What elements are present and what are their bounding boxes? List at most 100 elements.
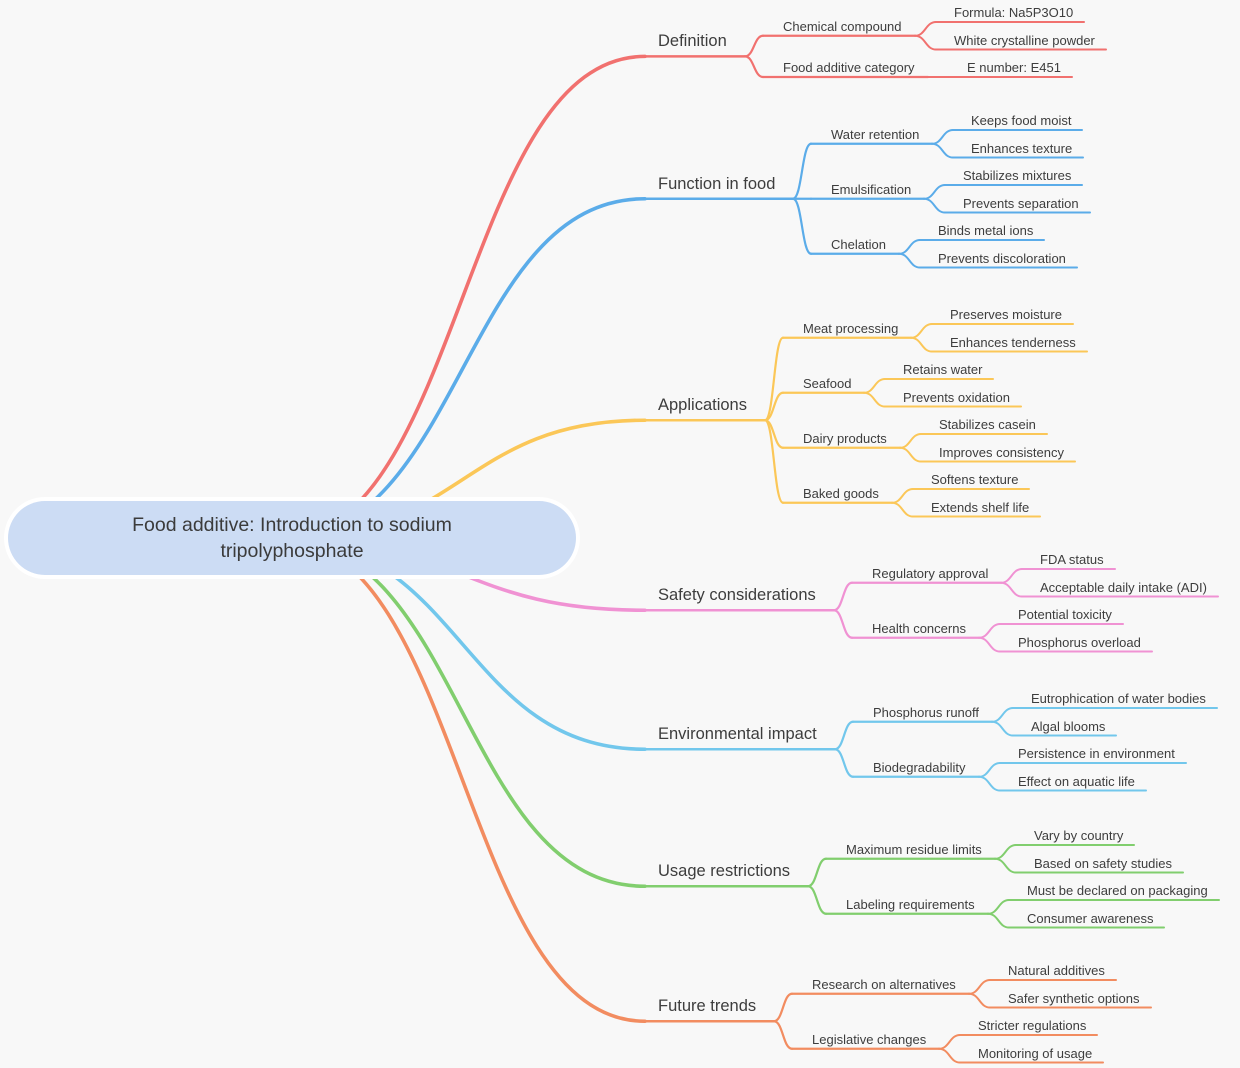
node-baked-goods: Baked goods (803, 485, 879, 501)
central-topic: Food additive: Introduction to sodium tr… (8, 501, 576, 575)
branch-link (978, 762, 1001, 778)
node-algal-blooms: Algal blooms (1031, 718, 1106, 734)
branch-link (763, 336, 785, 422)
node-enhances-tenderness: Enhances tenderness (950, 334, 1076, 350)
node-function-in-food: Function in food (658, 174, 776, 193)
branch-link (994, 857, 1017, 874)
branch-link (832, 581, 854, 612)
branch-link (899, 433, 922, 449)
node-based-on-safety-studies: Based on safety studies (1034, 855, 1173, 871)
node-effect-on-aquatic-life: Effect on aquatic life (1018, 773, 1135, 789)
node-meat-processing: Meat processing (803, 320, 899, 336)
node-prevents-separation: Prevents separation (963, 195, 1079, 211)
node-retains-water: Retains water (903, 362, 983, 377)
node-usage-restrictions: Usage restrictions (658, 862, 791, 881)
branch-link (772, 992, 794, 1023)
branch-link (1000, 581, 1023, 598)
node-legislative-changes: Legislative changes (812, 1031, 927, 1047)
node-research-on-alternatives: Research on alternatives (812, 976, 956, 992)
node-eutrophication-of-water-bodies: Eutrophication of water bodies (1031, 691, 1206, 706)
node-potential-toxicity: Potential toxicity (1018, 607, 1112, 622)
node-regulatory-approval: Regulatory approval (872, 565, 989, 581)
node-e-number-e451: E number: E451 (967, 60, 1061, 75)
branch-link (914, 34, 937, 51)
node-labeling-requirements: Labeling requirements (846, 896, 975, 912)
branch-link (987, 899, 1010, 915)
branch-link (772, 1020, 794, 1050)
branch-link (763, 391, 785, 422)
node-binds-metal-ions: Binds metal ions (938, 223, 1034, 238)
central-topic-label: Food additive: Introduction to sodium tr… (132, 514, 452, 562)
branch-link (743, 34, 765, 58)
branch-link (278, 537, 647, 889)
branch-link (791, 197, 813, 255)
node-prevents-oxidation: Prevents oxidation (903, 389, 1010, 405)
node-improves-consistency: Improves consistency (939, 444, 1064, 460)
branch-link (833, 720, 855, 751)
node-stabilizes-casein: Stabilizes casein (939, 417, 1036, 432)
node-persistence-in-environment: Persistence in environment (1018, 746, 1175, 761)
branch-link (743, 55, 765, 79)
branch-link (968, 992, 991, 1009)
node-phosphorus-runoff: Phosphorus runoff (873, 704, 979, 720)
node-white-crystalline-powder: White crystalline powder (954, 32, 1095, 48)
branch-link (978, 623, 1001, 639)
node-prevents-discoloration: Prevents discoloration (938, 250, 1066, 266)
branch-link (791, 142, 813, 200)
node-applications: Applications (658, 396, 747, 415)
node-enhances-texture: Enhances texture (971, 140, 1073, 156)
branch-link (891, 488, 914, 504)
branch-link (910, 336, 933, 353)
branch-link (991, 707, 1014, 723)
node-water-retention: Water retention (831, 126, 920, 142)
branch-link (898, 252, 921, 269)
node-environmental-impact: Environmental impact (658, 725, 817, 744)
node-phosphorus-overload: Phosphorus overload (1018, 634, 1141, 650)
node-monitoring-of-usage: Monitoring of usage (978, 1045, 1093, 1061)
node-fda-status: FDA status (1040, 552, 1104, 567)
branch-link (938, 1047, 961, 1064)
node-safer-synthetic-options: Safer synthetic options (1008, 990, 1140, 1006)
node-definition: Definition (658, 32, 727, 51)
branch-link (899, 446, 922, 463)
branch-link (278, 537, 647, 1024)
node-consumer-awareness: Consumer awareness (1027, 910, 1154, 926)
branch-link (863, 378, 886, 394)
node-health-concerns: Health concerns (872, 620, 966, 636)
node-acceptable-daily-intake-adi: Acceptable daily intake (ADI) (1040, 579, 1207, 595)
node-biodegradability: Biodegradability (873, 759, 966, 775)
branch-link (987, 912, 1010, 929)
branch-link (832, 609, 854, 639)
node-food-additive-category: Food additive category (783, 60, 915, 75)
branch-link (806, 885, 828, 915)
node-dairy-products: Dairy products (803, 430, 887, 446)
branch-link (931, 142, 954, 159)
branch-link (891, 501, 914, 518)
node-seafood: Seafood (803, 375, 852, 391)
branch-link (833, 748, 855, 778)
node-formula-na5p3o10: Formula: Na5P3O10 (954, 5, 1074, 20)
node-softens-texture: Softens texture (931, 472, 1019, 487)
branch-link (806, 857, 828, 888)
node-keeps-food-moist: Keeps food moist (971, 113, 1072, 128)
branch-link (898, 239, 921, 255)
branch-link (914, 21, 937, 37)
node-maximum-residue-limits: Maximum residue limits (846, 841, 982, 857)
branch-link (910, 323, 933, 339)
branch-link (994, 844, 1017, 860)
branch-link (991, 720, 1014, 737)
branch-link (278, 54, 647, 541)
branch-link (978, 775, 1001, 792)
branch-link (931, 129, 954, 145)
node-extends-shelf-life: Extends shelf life (931, 499, 1030, 515)
node-must-be-declared-on-packaging: Must be declared on packaging (1027, 883, 1208, 898)
node-chemical-compound: Chemical compound (783, 18, 902, 34)
branch-link (978, 636, 1001, 653)
node-emulsification: Emulsification (831, 181, 912, 197)
node-preserves-moisture: Preserves moisture (950, 307, 1062, 322)
branch-link (278, 196, 647, 541)
node-stabilizes-mixtures: Stabilizes mixtures (963, 168, 1072, 183)
branch-link (968, 979, 991, 995)
